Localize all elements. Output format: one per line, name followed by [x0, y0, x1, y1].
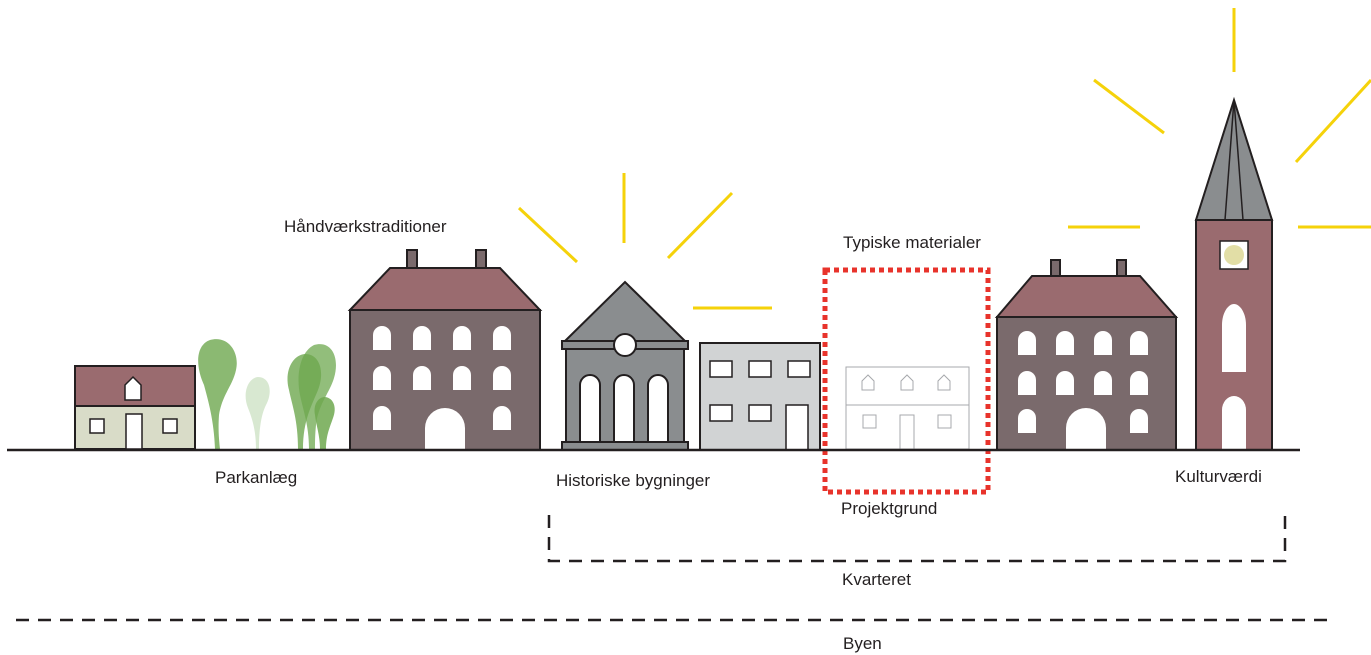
townhouse-left [347, 249, 543, 451]
modern-building [699, 342, 821, 451]
townhouse-right [994, 259, 1179, 451]
park-label: Parkanlæg [215, 468, 298, 487]
city-label: Byen [843, 634, 882, 653]
cottage [74, 365, 196, 450]
craft-traditions-label: Håndværkstraditioner [284, 217, 447, 236]
typical-materials-label: Typiske materialer [843, 233, 981, 252]
quarter-label: Kvarteret [842, 570, 911, 589]
project-site-label: Projektgrund [841, 499, 938, 518]
historic-buildings-label: Historiske bygninger [556, 471, 711, 490]
classical-building [561, 280, 689, 451]
project-site-outline [822, 267, 991, 495]
quarter-bracket [547, 515, 1287, 563]
church-tower [1194, 96, 1274, 451]
project-site-building [845, 366, 970, 450]
cultural-value-label: Kulturværdi [1175, 467, 1262, 486]
park-trees [198, 339, 336, 449]
highlight-rays [517, 8, 1371, 310]
